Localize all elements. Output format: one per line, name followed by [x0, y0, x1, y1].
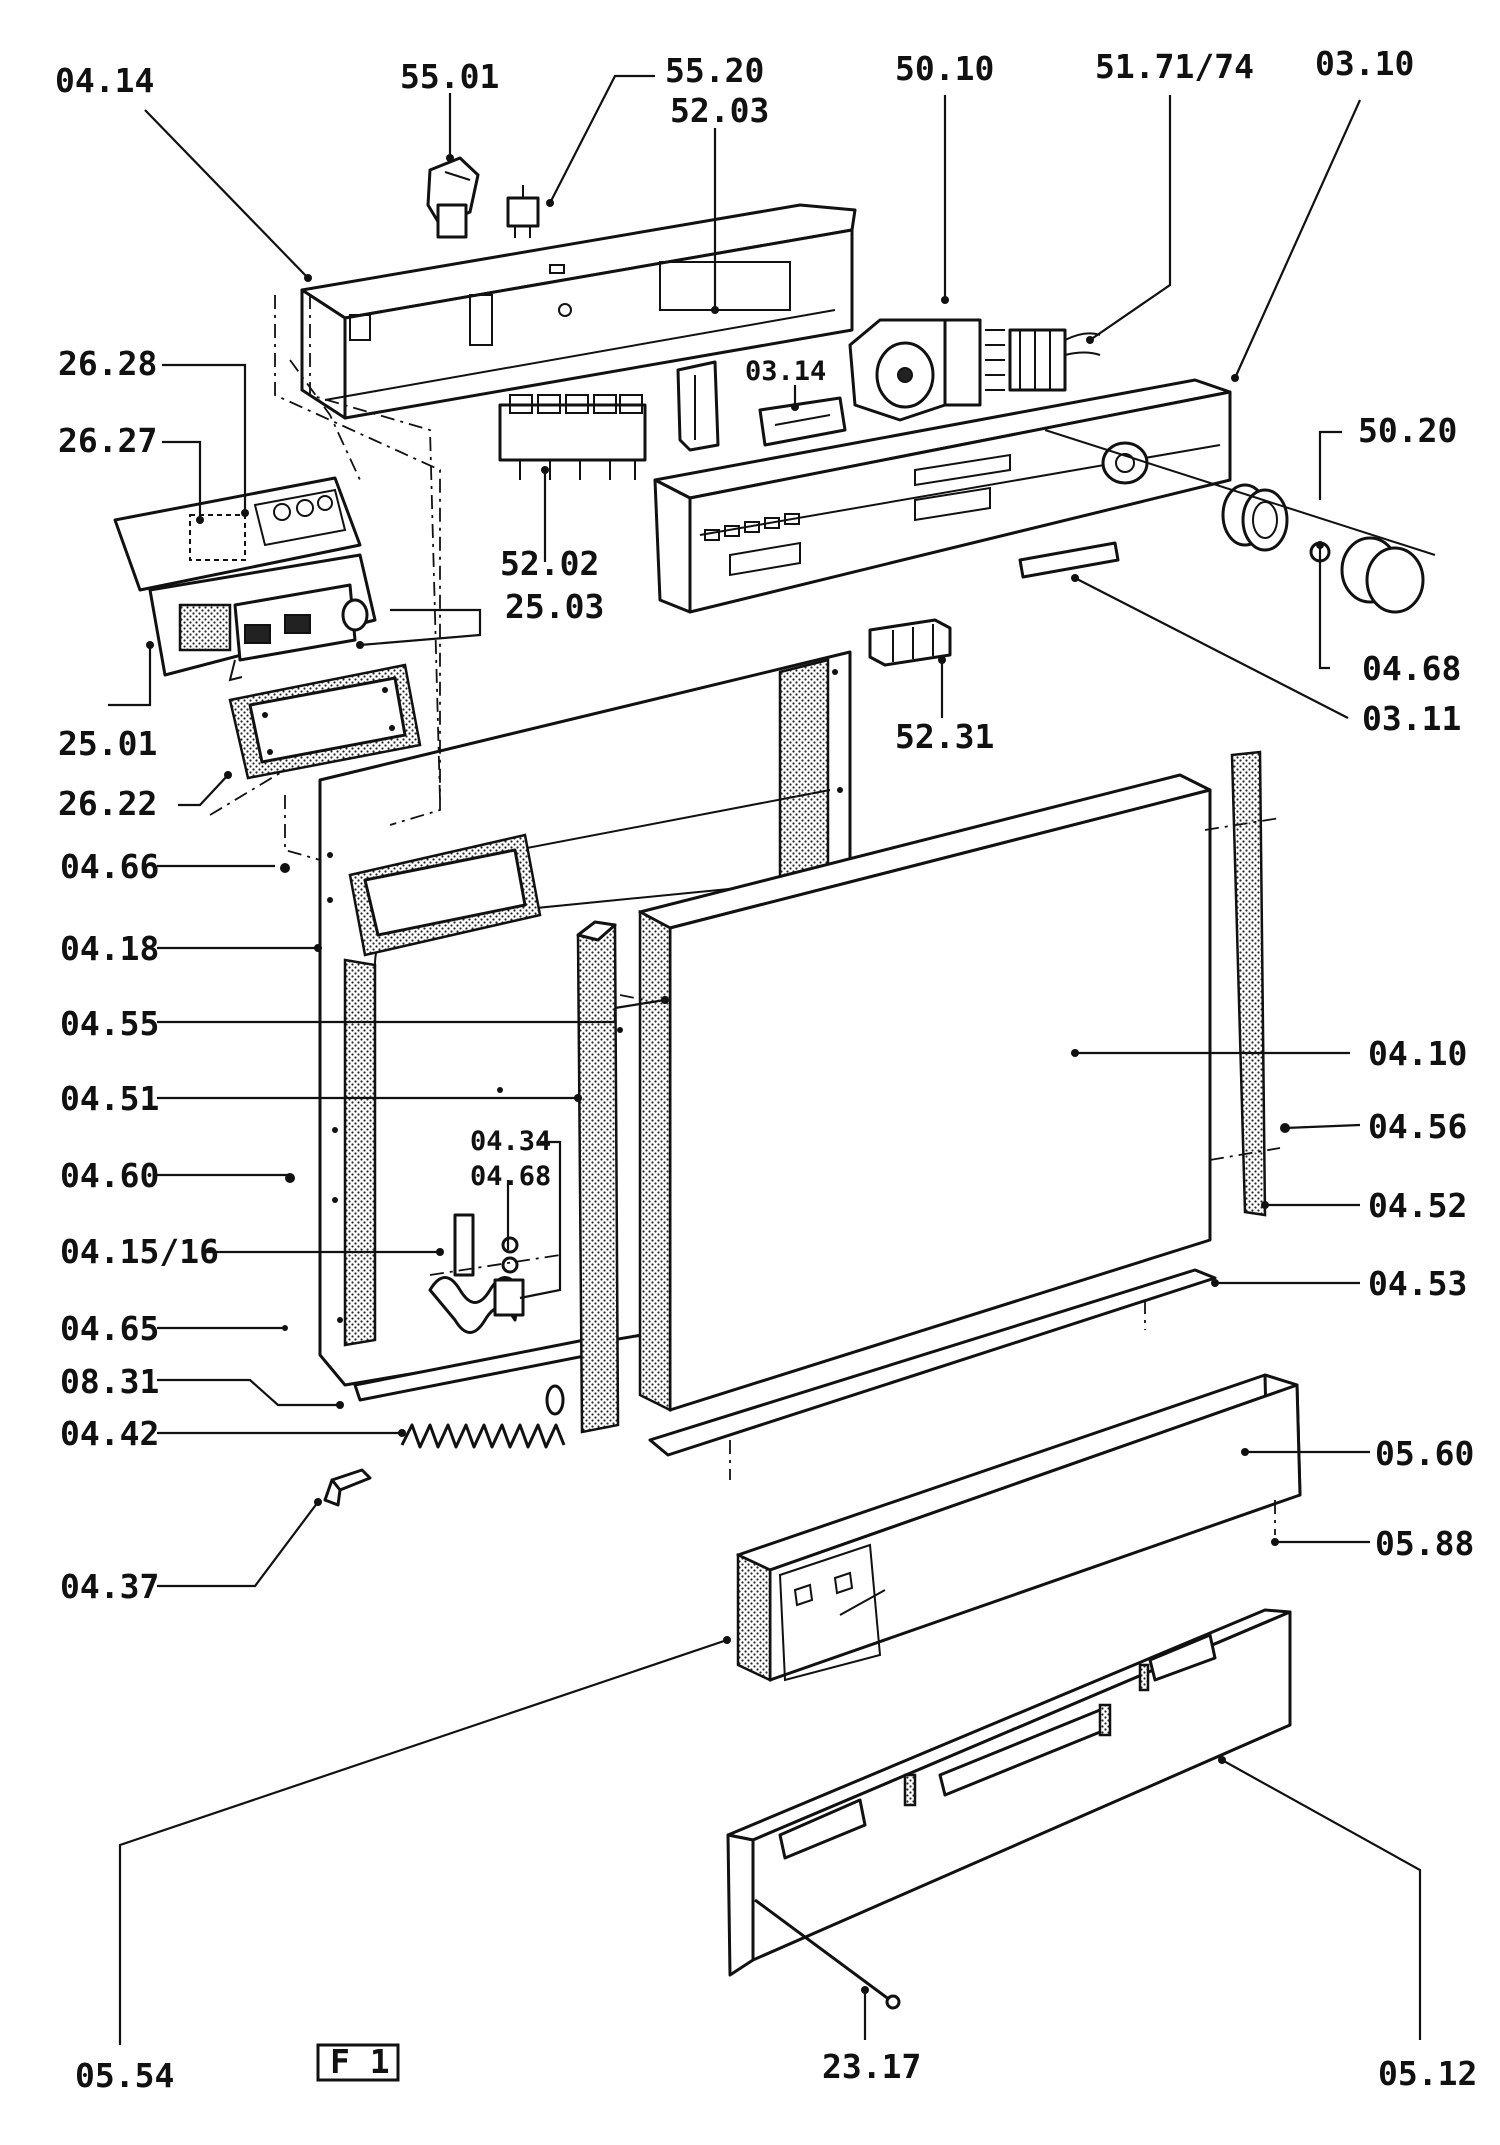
label-04-14: 04.14	[55, 61, 154, 100]
part-03-11-badge	[1018, 541, 1120, 579]
leader-dots	[146, 154, 1324, 1994]
part-05-60-kick-plate-upper	[736, 1373, 1302, 1682]
label-26-22: 26.22	[58, 784, 157, 823]
label-51-71-74: 51.71/74	[1095, 47, 1254, 86]
part-04-37-bracket	[323, 1468, 372, 1507]
part-50-10-timer-motor	[848, 318, 1005, 422]
part-04-52-right-strip	[1230, 750, 1267, 1217]
label-26-28: 26.28	[58, 344, 157, 383]
figure-tag: F 1	[316, 2042, 400, 2082]
label-04-34: 04.34	[470, 1126, 551, 1157]
label-03-11: 03.11	[1362, 699, 1461, 738]
part-52-31-block	[868, 618, 952, 667]
part-04-15-hinge	[428, 1213, 525, 1334]
leader-lines	[108, 74, 1422, 2045]
label-04-15-16: 04.15/16	[60, 1232, 219, 1271]
part-labels: 04.14 55.01 55.20 52.03 50.10 51.71/74 0…	[55, 44, 1477, 2095]
label-04-42: 04.42	[60, 1414, 159, 1453]
part-03-10-control-panel	[653, 378, 1232, 614]
part-51-71-wiring-connector	[1008, 328, 1101, 392]
label-04-56: 04.56	[1368, 1107, 1467, 1146]
part-25-01-dispenser-body	[148, 553, 377, 682]
label-25-01: 25.01	[58, 724, 157, 763]
label-05-88: 05.88	[1375, 1524, 1474, 1563]
label-05-54: 05.54	[75, 2056, 174, 2095]
label-23-17: 23.17	[822, 2047, 921, 2086]
label-52-31: 52.31	[895, 717, 994, 756]
label-04-60: 04.60	[60, 1156, 159, 1195]
label-03-10: 03.10	[1315, 44, 1414, 83]
label-04-68-knob: 04.68	[1362, 649, 1461, 688]
label-52-02: 52.02	[500, 544, 599, 583]
part-26-22-gasket	[228, 663, 422, 780]
figure-tag-text: F 1	[330, 2042, 390, 2081]
label-04-37: 04.37	[60, 1567, 159, 1606]
label-04-52: 04.52	[1368, 1186, 1467, 1225]
part-04-42-spring	[400, 1384, 566, 1449]
part-55-20-microswitch	[506, 185, 540, 238]
label-04-10: 04.10	[1368, 1034, 1467, 1073]
alignment-lines	[209, 295, 1281, 1535]
part-05-12-toe-kick	[726, 1608, 1292, 1977]
label-04-18: 04.18	[60, 929, 159, 968]
part-50-20-knob-assembly	[1044, 429, 1436, 614]
label-04-65: 04.65	[60, 1309, 159, 1348]
label-05-60: 05.60	[1375, 1434, 1474, 1473]
part-03-14-trim	[758, 396, 847, 447]
part-04-51-side-strip	[576, 920, 620, 1434]
label-04-55: 04.55	[60, 1004, 159, 1043]
label-25-03: 25.03	[505, 587, 604, 626]
part-04-10-outer-door-panel	[638, 773, 1212, 1413]
part-04-53-bottom-rail	[648, 1268, 1217, 1457]
part-52-02-switch-block	[498, 394, 647, 480]
label-05-12: 05.12	[1378, 2054, 1477, 2093]
label-04-66: 04.66	[60, 847, 159, 886]
label-08-31: 08.31	[60, 1362, 159, 1401]
label-04-51: 04.51	[60, 1079, 159, 1118]
part-04-14-top-bracket	[300, 203, 857, 420]
label-55-01: 55.01	[400, 57, 499, 96]
part-26-27-dispenser-lid	[113, 476, 362, 592]
label-50-20: 50.20	[1358, 411, 1457, 450]
label-03-14: 03.14	[745, 356, 826, 387]
part-52-03-bracket	[676, 360, 720, 452]
label-52-03: 52.03	[670, 91, 769, 130]
part-23-17-screw	[754, 1898, 901, 2010]
label-04-53: 04.53	[1368, 1264, 1467, 1303]
part-55-01-door-switch	[426, 156, 480, 239]
label-04-68-hinge: 04.68	[470, 1161, 551, 1192]
label-55-20: 55.20	[665, 51, 764, 90]
label-26-27: 26.27	[58, 421, 157, 460]
label-50-10: 50.10	[895, 49, 994, 88]
